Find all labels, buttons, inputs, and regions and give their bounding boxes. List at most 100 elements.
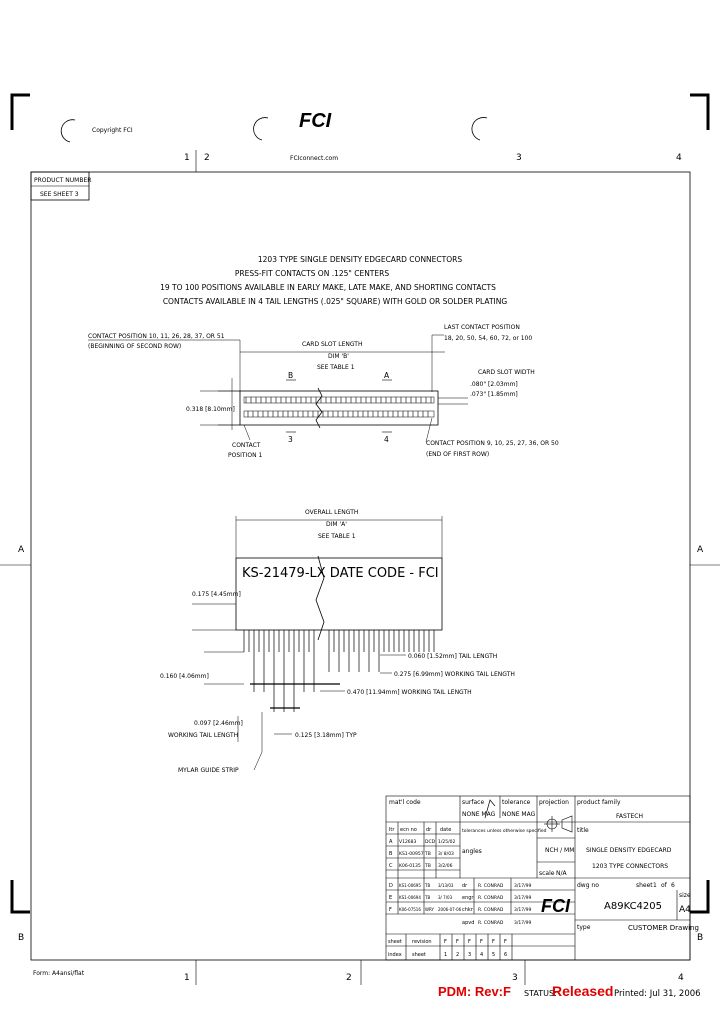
rev-row-c-ltr: C <box>389 863 393 869</box>
revision-val-3: F <box>468 939 471 945</box>
rev-row-d-dr: TB <box>424 883 430 888</box>
angles-label: angles <box>462 848 482 855</box>
crop-marks <box>10 93 710 914</box>
signoff-engr-role: engr <box>462 895 474 901</box>
zone-top-3: 3 <box>516 153 522 163</box>
dim-470-label: 0.470 [11.94mm] WORKING TAIL LENGTH <box>347 689 472 696</box>
surface-label: surface <box>462 799 484 806</box>
signoff-apvd-role: apvd <box>462 920 474 926</box>
title-line-1: SINGLE DENSITY EDGECARD <box>586 847 672 854</box>
rev-row-a-ecn: V12683 <box>399 839 417 845</box>
rev-row-b-date: 3/ 8/03 <box>438 851 454 857</box>
dwg-no-label: dwg no <box>577 882 599 889</box>
contact-pos-1-line-b: POSITION 1 <box>228 452 262 459</box>
type-label: type <box>577 924 591 931</box>
dim-097-line-b: WORKING TAIL LENGTH <box>168 732 238 739</box>
index-val-3: 3 <box>468 952 471 958</box>
size-label: size <box>679 892 691 899</box>
mark-4: 4 <box>384 435 389 444</box>
index-val-6: 6 <box>504 952 507 958</box>
rev-row-d-ltr: D <box>389 883 393 889</box>
projection-value: NCH / MM <box>545 847 574 854</box>
signoff-apvd-name: R. CONRAD <box>478 920 504 926</box>
see-table-1-label: SEE TABLE 1 <box>317 364 355 371</box>
drawing-number: A89KC4205 <box>604 901 662 912</box>
form-label: Form: A4ansi/flat <box>33 970 85 977</box>
signoff-chkr-name: R. CONRAD <box>478 907 504 913</box>
dim-275-label: 0.275 [6.99mm] WORKING TAIL LENGTH <box>394 671 515 678</box>
rev-row-b-ecn: KS1-00957 <box>399 851 424 857</box>
dim-b-label: DIM 'B' <box>328 353 349 360</box>
projection-label: projection <box>539 799 569 806</box>
body-marking: KS-21479-LX DATE CODE - FCI <box>242 566 439 581</box>
rev-row-f-ltr: F <box>389 907 392 913</box>
description-line-4: CONTACTS AVAILABLE IN 4 TAIL LENGTHS (.0… <box>163 297 508 306</box>
side-view: OVERALL LENGTH DIM 'A' SEE TABLE 1 KS-21… <box>160 509 515 774</box>
of-value: 6 <box>671 882 675 889</box>
rev-row-f-ecn: K06-07516 <box>399 907 421 912</box>
rev-header-date: date <box>440 827 451 833</box>
size-value: A4 <box>679 905 691 915</box>
revision-val-2: F <box>456 939 459 945</box>
index-val-1: 1 <box>444 952 447 958</box>
title-block-text: mat'l code surface NONE MAG tolerance NO… <box>388 799 699 958</box>
dim-097-line-a: 0.097 [2.46mm] <box>194 720 243 727</box>
title-label: title <box>577 827 589 834</box>
rev-row-f-date: 2006-07-06 <box>438 907 462 912</box>
first-row-end-label: CONTACT POSITION 9, 10, 25, 27, 36, OR 5… <box>426 440 559 447</box>
slot-width-2: .073" [1.85mm] <box>470 391 518 398</box>
product-family-label: product family <box>577 799 621 806</box>
signoff-dr-date: 3/17/99 <box>514 883 531 889</box>
rev-row-a-ltr: A <box>389 839 393 845</box>
of-label: of <box>661 882 668 889</box>
section-a-mark: A <box>384 371 390 380</box>
revision-val-4: F <box>480 939 483 945</box>
description-block: 1203 TYPE SINGLE DENSITY EDGECARD CONNEC… <box>160 255 507 306</box>
rev-row-e-ecn: KS1-00694 <box>399 895 421 900</box>
index-val-4: 4 <box>480 952 483 958</box>
zone-bottom-3: 3 <box>512 973 518 983</box>
see-table-1-label-2: SEE TABLE 1 <box>318 533 356 540</box>
rev-row-b-ltr: B <box>389 851 393 857</box>
revision-val-6: F <box>504 939 507 945</box>
dim-125-label: 0.125 [3.18mm] TYP <box>295 732 357 739</box>
dim-160-label: 0.160 [4.06mm] <box>160 673 209 680</box>
second-row-note: (BEGINNING OF SECOND ROW) <box>88 343 181 350</box>
rev-header-ltr: ltr <box>389 827 395 833</box>
description-line-3: 19 TO 100 POSITIONS AVAILABLE IN EARLY M… <box>160 283 496 292</box>
revision-val-5: F <box>492 939 495 945</box>
type-value: CUSTOMER Drawing <box>628 924 699 932</box>
revision-val-1: F <box>444 939 447 945</box>
rev-row-e-ltr: E <box>389 895 392 901</box>
product-number-label: PRODUCT NUMBER <box>34 177 91 184</box>
card-slot-length-label: CARD SLOT LENGTH <box>302 341 362 348</box>
zone-right-b: B <box>697 933 703 943</box>
rev-row-c-dr: TB <box>424 863 431 869</box>
signoff-engr-date: 3/17/99 <box>514 895 531 901</box>
rev-row-d-ecn: KS1-00695 <box>399 883 421 888</box>
rev-row-c-ecn: K06-0135 <box>399 863 421 869</box>
zone-top-4: 4 <box>676 153 682 163</box>
pdm-revision: PDM: Rev:F <box>438 984 511 999</box>
rev-header-dr: dr <box>426 827 432 833</box>
tolerance-note: tolerances unless otherwise specified <box>462 828 547 834</box>
zone-bottom-2: 2 <box>346 973 352 983</box>
printed-date: Printed: Jul 31, 2006 <box>614 989 701 999</box>
overall-length-label: OVERALL LENGTH <box>305 509 358 516</box>
signoff-dr-role: dr <box>462 883 468 889</box>
card-slot-width-label: CARD SLOT WIDTH <box>478 369 535 376</box>
zone-left-a: A <box>18 545 25 555</box>
index-val-2: 2 <box>456 952 459 958</box>
copyright-text: Copyright FCI <box>92 127 133 134</box>
rev-row-f-dr: WRY <box>425 907 434 912</box>
mylar-label: MYLAR GUIDE STRIP <box>178 767 239 774</box>
dim-060-label: 0.060 [1.52mm] TAIL LENGTH <box>408 653 497 660</box>
product-number-box: PRODUCT NUMBER SEE SHEET 3 <box>30 171 91 201</box>
website-text: FCIconnect.com <box>290 155 338 162</box>
sheet-value: 1 <box>653 882 657 889</box>
scale-label: scale <box>539 870 555 877</box>
zone-bottom-4: 4 <box>678 973 684 983</box>
sheet-label: sheet <box>636 882 653 889</box>
signoff-engr-name: R. CONRAD <box>478 895 504 901</box>
height-dim-label: 0.318 [8.10mm] <box>186 406 235 413</box>
